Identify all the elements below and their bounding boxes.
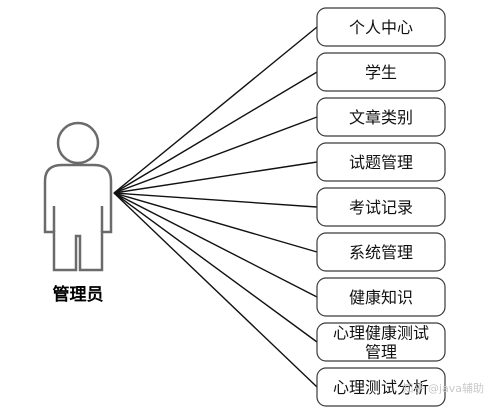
use-case-1: 个人中心: [316, 7, 446, 47]
association-line: [113, 161, 318, 194]
use-case-box: [316, 277, 446, 317]
use-case-label: 健康知识: [349, 288, 413, 307]
actor-figure: [43, 121, 113, 272]
use-case-6: 系统管理: [316, 232, 446, 272]
use-case-label: 管理: [365, 343, 397, 362]
actor-head: [56, 121, 100, 165]
use-case-label: 文章类别: [349, 108, 413, 127]
use-case-label: 考试记录: [349, 198, 413, 217]
use-case-label: 系统管理: [349, 243, 413, 262]
use-case-label: 心理测试分析: [333, 378, 429, 397]
actor-body: [43, 163, 113, 272]
association-line: [113, 192, 318, 298]
use-case-3: 文章类别: [316, 97, 446, 137]
use-case-7: 健康知识: [316, 277, 446, 317]
use-case-9: 心理测试分析: [316, 367, 446, 407]
association-line: [113, 71, 318, 194]
association-line: [113, 192, 318, 343]
use-case-label: 个人中心: [349, 18, 413, 37]
association-line: [113, 192, 318, 253]
use-case-box: [316, 322, 446, 362]
use-case-box: [316, 187, 446, 227]
association-line: [113, 26, 318, 194]
association-edges: [113, 26, 318, 388]
use-case-box: [316, 232, 446, 272]
association-line: [113, 116, 318, 194]
use-case-box: [316, 142, 446, 182]
use-case-label: 学生: [365, 63, 397, 82]
use-case-5: 考试记录: [316, 187, 446, 227]
use-case-label: 试题管理: [349, 153, 413, 172]
watermark-text: 知乎 @java辅助: [402, 381, 484, 395]
association-line: [113, 192, 318, 388]
use-case-box: [316, 7, 446, 47]
use-case-box: [316, 97, 446, 137]
use-case-2: 学生: [316, 52, 446, 92]
use-case-box: [316, 52, 446, 92]
use-case-4: 试题管理: [316, 142, 446, 182]
actor-label: 管理员: [53, 284, 104, 305]
use-case-box: [316, 367, 446, 407]
association-line: [113, 192, 318, 208]
use-case-label: 心理健康测试: [333, 324, 429, 343]
